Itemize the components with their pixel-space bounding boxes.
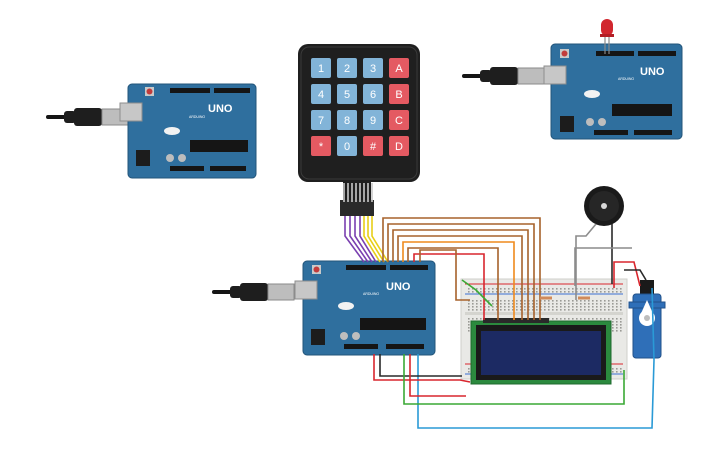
buzzer[interactable]	[584, 186, 624, 226]
keypad-keys: 1 2 3 A 4 5 6 B 7 8 9 C * 0 # D	[311, 58, 409, 156]
keypad-key-5[interactable]: 5	[337, 84, 357, 104]
keypad-key-9[interactable]: 9	[363, 110, 383, 130]
arduino-uno-1-logo: ARDUINO	[189, 115, 205, 119]
keypad-key-6[interactable]: 6	[363, 84, 383, 104]
keypad-key-0[interactable]: 0	[337, 136, 357, 156]
keypad-key-label: 9	[370, 115, 376, 127]
red-led	[600, 19, 614, 54]
arduino-uno-2[interactable]: UNO ARDUINO	[461, 19, 683, 140]
arduino-uno-2-brand: UNO	[640, 66, 665, 78]
arduino-uno-1-brand: UNO	[208, 103, 233, 115]
keypad-key-label: 7	[318, 115, 324, 127]
keypad-key-star[interactable]: *	[311, 136, 331, 156]
keypad-key-c[interactable]: C	[389, 110, 409, 130]
keypad-key-1[interactable]: 1	[311, 58, 331, 78]
arduino-uno-3[interactable]: UNO ARDUINO	[211, 260, 436, 356]
keypad-key-d[interactable]: D	[389, 136, 409, 156]
keypad-key-label: 6	[370, 89, 376, 101]
servo-motor[interactable]	[628, 280, 666, 359]
keypad-key-label: C	[395, 115, 403, 127]
lcd-display[interactable]	[470, 318, 612, 385]
usb-cable-1	[45, 107, 129, 127]
keypad-key-2[interactable]: 2	[337, 58, 357, 78]
usb-cable-3	[211, 282, 295, 302]
keypad-key-3[interactable]: 3	[363, 58, 383, 78]
keypad-key-label: D	[395, 141, 403, 153]
keypad-key-b[interactable]: B	[389, 84, 409, 104]
keypad-key-8[interactable]: 8	[337, 110, 357, 130]
keypad-key-label: #	[370, 141, 377, 153]
keypad-key-label: *	[319, 141, 324, 153]
arduino-uno-3-brand: UNO	[386, 281, 411, 293]
keypad-key-7[interactable]: 7	[311, 110, 331, 130]
keypad-key-label: 0	[344, 141, 350, 153]
keypad-ribbon-pins	[340, 183, 374, 216]
keypad-key-label: 8	[344, 115, 350, 127]
keypad-key-a[interactable]: A	[389, 58, 409, 78]
keypad[interactable]: 1 2 3 A 4 5 6 B 7 8 9 C * 0 # D	[298, 44, 420, 216]
arduino-uno-1[interactable]: UNO ARDUINO	[45, 83, 257, 179]
keypad-key-label: 4	[318, 89, 324, 101]
arduino-uno-2-logo: ARDUINO	[618, 77, 634, 81]
keypad-key-label: B	[395, 89, 402, 101]
keypad-key-label: 5	[344, 89, 350, 101]
keypad-key-label: A	[395, 63, 403, 75]
arduino-uno-3-logo: ARDUINO	[363, 292, 379, 296]
usb-cable-2	[461, 66, 545, 86]
keypad-key-label: 2	[344, 63, 350, 75]
keypad-key-hash[interactable]: #	[363, 136, 383, 156]
keypad-key-label: 1	[318, 63, 324, 75]
keypad-key-4[interactable]: 4	[311, 84, 331, 104]
wires	[344, 216, 655, 429]
keypad-key-label: 3	[370, 63, 376, 75]
lcd-header-pins	[483, 318, 549, 323]
